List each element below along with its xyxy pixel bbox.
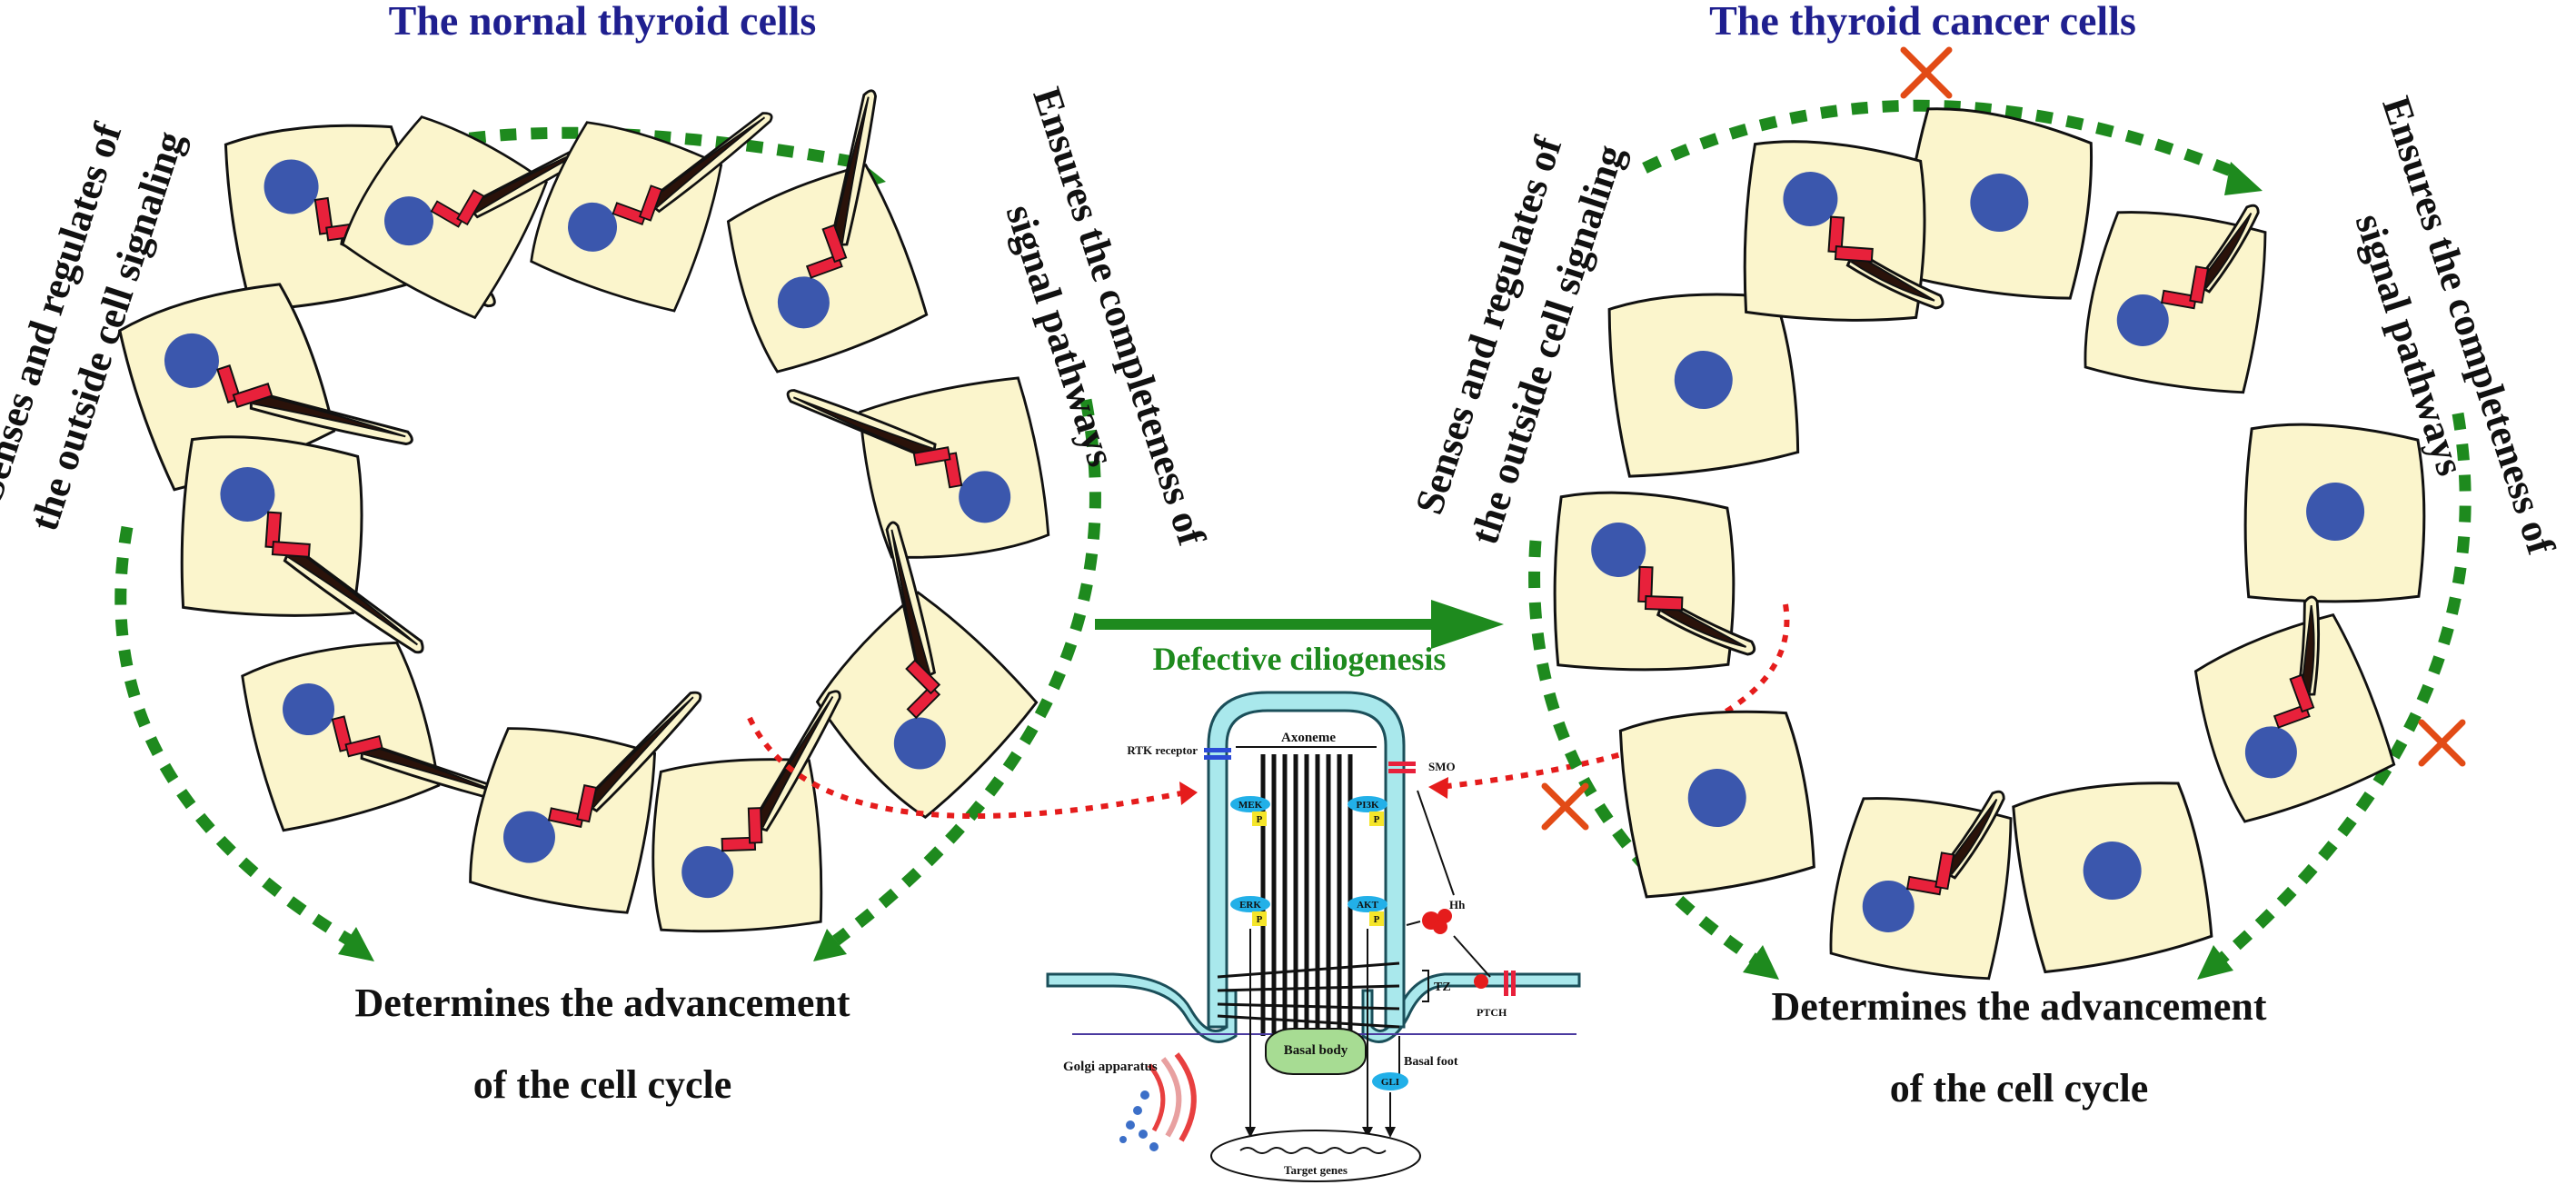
pi3k-badge: PI3K P (1348, 796, 1387, 826)
basal-body (1265, 1028, 1367, 1075)
rtk-receptor (1204, 748, 1231, 760)
left-determines-line1: Determines the advancement (355, 981, 850, 1025)
target-genes-nucleus (1210, 1130, 1421, 1182)
svg-text:SMO: SMO (1428, 760, 1456, 773)
svg-text:Basal body: Basal body (1284, 1043, 1348, 1058)
svg-text:MEK: MEK (1238, 800, 1263, 811)
ptch-receptor (1474, 971, 1516, 996)
svg-text:GLI: GLI (1381, 1077, 1399, 1088)
left-title: The nornal thyroid cells (389, 0, 817, 44)
defective-ciliogenesis-label: Defective ciliogenesis (1153, 641, 1447, 677)
svg-text:PTCH: PTCH (1477, 1006, 1507, 1019)
erk-badge: ERK P (1230, 896, 1270, 926)
ciliary-membrane (1207, 691, 1406, 1029)
svg-text:P: P (1257, 914, 1263, 925)
svg-text:P: P (1374, 914, 1380, 925)
svg-text:PI3K: PI3K (1356, 800, 1379, 811)
svg-text:Target genes: Target genes (1284, 1163, 1348, 1177)
svg-text:Hh: Hh (1449, 898, 1466, 911)
svg-text:TZ: TZ (1434, 981, 1451, 994)
gli-badge (1372, 1072, 1408, 1090)
svg-text:P: P (1374, 814, 1380, 825)
right-senses-label: Senses and regulates of the outside cell… (1407, 130, 1633, 549)
svg-text:Axoneme: Axoneme (1281, 731, 1336, 745)
akt-badge: AKT P (1348, 896, 1387, 926)
left-cell-ring (113, 49, 1061, 935)
svg-text:RTK receptor: RTK receptor (1127, 743, 1198, 757)
right-title: The thyroid cancer cells (1709, 0, 2136, 44)
svg-text:Basal foot: Basal foot (1404, 1055, 1458, 1069)
right-link-arrowhead (1428, 777, 1448, 799)
left-link-arrowhead (1179, 782, 1198, 805)
axoneme-microtubules (1260, 754, 1353, 1036)
svg-text:ERK: ERK (1239, 900, 1261, 911)
right-determines-line1: Determines the advancement (1772, 984, 2267, 1029)
right-cycle-arrows (1528, 99, 2472, 980)
left-link-arrow (747, 716, 1182, 819)
svg-text:Golgi apparatus: Golgi apparatus (1063, 1060, 1158, 1074)
smo-receptor (1388, 762, 1416, 773)
right-determines-line2: of the cell cycle (1890, 1066, 2149, 1110)
defective-ciliogenesis-arrow (1095, 600, 1504, 649)
mek-badge: MEK P (1230, 796, 1270, 826)
hh-ligand (1422, 909, 1452, 934)
left-determines-line2: of the cell cycle (473, 1062, 732, 1107)
right-link-arrow (1439, 603, 1790, 790)
cancer-cell-ring (1550, 101, 2430, 986)
golgi-apparatus (1119, 1052, 1197, 1151)
svg-text:AKT: AKT (1357, 900, 1379, 911)
primary-cilium-diagram: Axoneme Basal body RTK receptor SMO MEK (1046, 691, 1581, 1182)
svg-text:P: P (1257, 814, 1263, 825)
inhibition-crosses (1541, 46, 2466, 831)
